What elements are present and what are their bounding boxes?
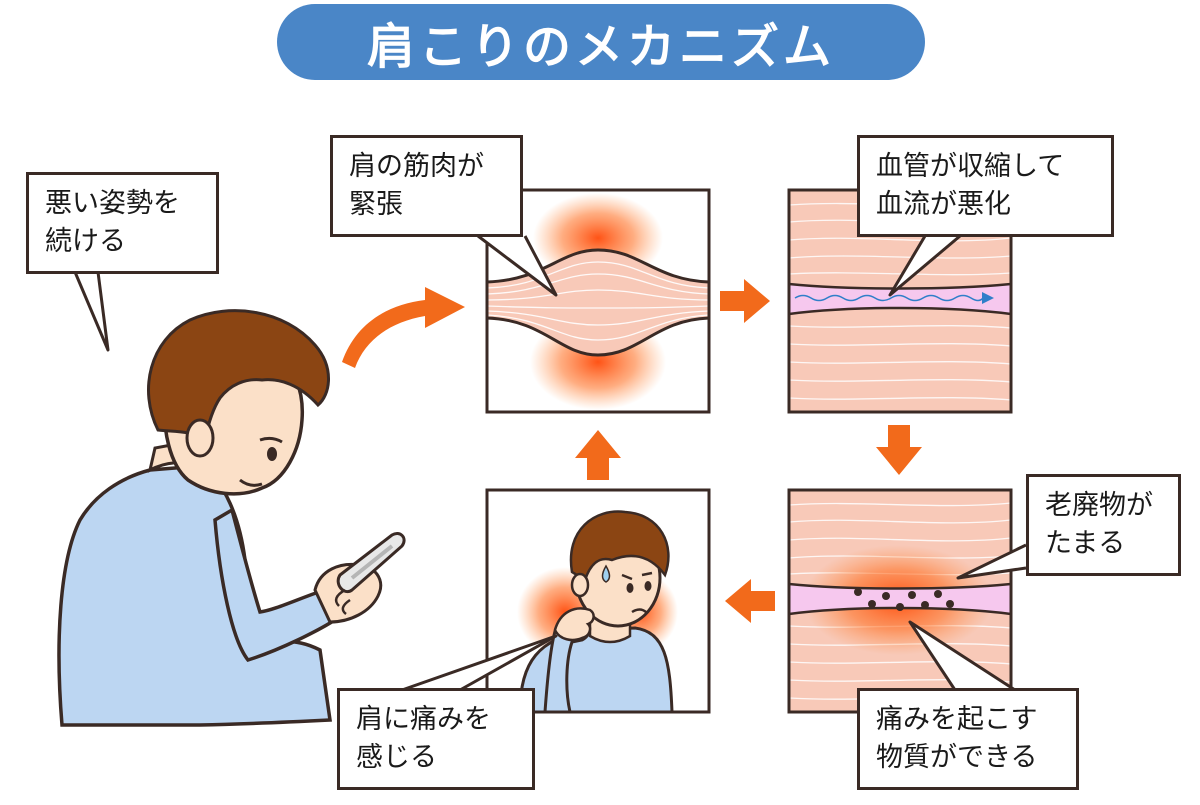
sweat-drop-icon [601,564,611,583]
callout-constrict: 血管が収縮して 血流が悪化 [857,135,1114,237]
tail-constrict [888,234,961,297]
arrow-right-top [720,279,770,323]
tail-posture [73,271,110,352]
tail-waste [956,543,1027,580]
callout-pain-substance: 痛みを起こす 物質ができる [857,688,1079,790]
tail-tension [477,234,558,297]
tail-shoulder-pain [401,634,558,692]
callout-posture: 悪い姿勢を 続ける [26,172,219,274]
main-person-shirt [57,464,333,727]
small-person-hand [553,607,595,642]
small-person-hair [569,510,670,582]
blood-flow-line [794,294,984,302]
panel-frame-tl [485,188,711,414]
main-person [57,309,406,727]
title-banner: 肩こりのメカニズム [277,4,925,80]
tail-pain-substance [908,620,1016,692]
callout-waste: 老廃物が たまる [1026,474,1181,576]
panel-frame-bl [485,488,711,714]
blood-vessel-narrow [789,582,1011,616]
arrow-up-left [575,430,621,480]
panel-shoulder-pain [487,490,709,712]
blood-vessel [789,282,1011,316]
callout-tension: 肩の筋肉が 緊張 [330,135,523,237]
waste-particles [854,588,954,611]
callout-shoulder-pain: 肩に痛みを 感じる [337,688,535,790]
arrow-left-bottom [725,579,775,623]
diagram-title: 肩こりのメカニズム [366,19,835,75]
arrow-down-right [876,425,922,475]
flow-arrow-icon [982,292,994,304]
arrow-curved-start [342,287,465,368]
